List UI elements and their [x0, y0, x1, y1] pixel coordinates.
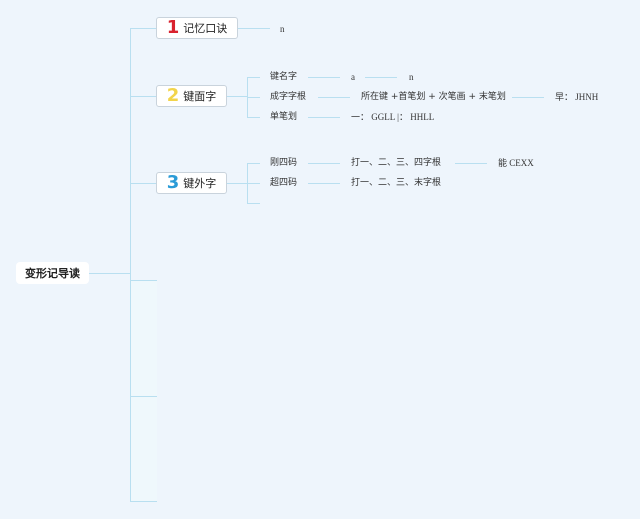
topic-label: 记忆口诀	[183, 22, 228, 35]
connector	[455, 163, 487, 164]
connector	[130, 183, 157, 184]
subtopic-single-stroke[interactable]: 单笔划	[270, 112, 298, 122]
connector	[130, 28, 157, 29]
connector	[238, 28, 270, 29]
empty-branch-area	[131, 281, 157, 396]
topic-off-key-char[interactable]: 3 键外字	[156, 172, 227, 194]
connector	[247, 77, 260, 78]
connector	[247, 97, 260, 98]
connector	[308, 77, 340, 78]
leaf-value: 打一、二、三、末字根	[351, 178, 442, 188]
connector	[365, 77, 397, 78]
connector	[130, 501, 157, 502]
topic-memory-formula[interactable]: 1 记忆口诀	[156, 17, 238, 39]
main-trunk	[130, 28, 131, 502]
topic-label: 键面字	[183, 90, 217, 103]
connector	[308, 163, 340, 164]
connector	[512, 97, 544, 98]
connector	[89, 273, 130, 274]
leaf-value: 一： GGLL |： HHLL	[351, 112, 435, 122]
leaf-value: 所在键 +首笔划 + 次笔画 + 末笔划	[361, 92, 506, 102]
leaf-value: a	[351, 72, 355, 82]
subtopic-key-name-char[interactable]: 键名字	[270, 72, 298, 82]
leaf-value: 早： JHNH	[555, 92, 599, 102]
subtopic-char-root[interactable]: 成字字根	[270, 92, 307, 102]
connector	[247, 183, 260, 184]
subtopic-over-four-code[interactable]: 超四码	[270, 178, 298, 188]
connector	[318, 97, 350, 98]
connector	[247, 203, 260, 204]
topic-key-face-char[interactable]: 2 键面字	[156, 85, 227, 107]
topic-label: 键外字	[183, 177, 217, 190]
number-2-icon: 2	[166, 85, 180, 106]
number-3-icon: 3	[166, 172, 180, 193]
leaf-value: 打一、二、三、四字根	[351, 158, 442, 168]
connector	[247, 117, 260, 118]
number-1-icon: 1	[166, 17, 180, 38]
connector	[247, 163, 260, 164]
root-label: 变形记导读	[25, 267, 80, 280]
leaf-value: n	[409, 72, 414, 82]
subtopic-value: n	[280, 24, 285, 34]
connector	[308, 183, 340, 184]
connector	[308, 117, 340, 118]
subtopic-exact-four-code[interactable]: 刚四码	[270, 158, 298, 168]
empty-branch-area	[131, 397, 157, 501]
leaf-value: 能 CEXX	[498, 158, 534, 168]
connector	[227, 96, 247, 97]
connector	[130, 280, 157, 281]
connector	[130, 96, 157, 97]
root-node[interactable]: 变形记导读	[16, 262, 89, 284]
connector	[227, 183, 247, 184]
connector	[130, 396, 157, 397]
